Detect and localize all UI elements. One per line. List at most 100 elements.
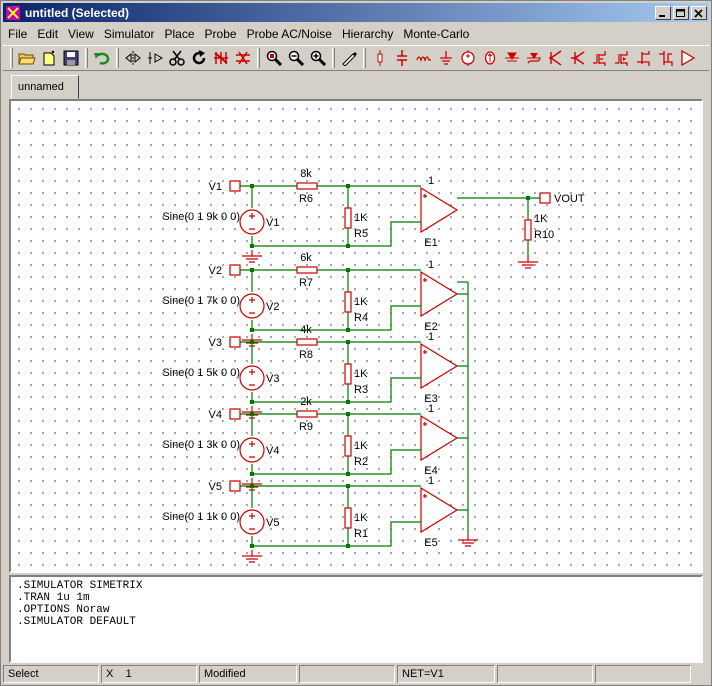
series-value: 2k — [300, 396, 312, 408]
minimize-button[interactable] — [655, 5, 671, 20]
refresh-icon[interactable] — [188, 47, 210, 69]
tab-unnamed[interactable]: unnamed — [11, 75, 79, 99]
load-resistor — [524, 219, 532, 241]
place-pmos-icon[interactable] — [611, 47, 633, 69]
port-terminal — [229, 264, 241, 276]
series-ref: R9 — [299, 421, 313, 433]
port-label: V4 — [209, 409, 222, 421]
place-current-source-icon[interactable] — [479, 47, 501, 69]
menu-file[interactable]: File — [8, 27, 28, 41]
source-ref: V2 — [266, 301, 279, 313]
open-folder-icon[interactable] — [16, 47, 38, 69]
amplifier-gain: 1 — [428, 175, 434, 187]
series-value: 8k — [300, 168, 312, 180]
series-resistor — [296, 266, 318, 274]
load-value: 1K — [534, 213, 548, 225]
shunt-resistor — [344, 507, 352, 529]
menu-simulator[interactable]: Simulator — [103, 27, 155, 41]
junction-dot — [250, 244, 254, 248]
shunt-resistor — [344, 363, 352, 385]
series-value: 4k — [300, 324, 312, 336]
menu-place[interactable]: Place — [164, 27, 195, 41]
source-ref: V3 — [266, 373, 279, 385]
ground-icon — [242, 250, 262, 263]
rotate-icon[interactable] — [144, 47, 166, 69]
place-zener-icon[interactable] — [523, 47, 545, 69]
menu-edit[interactable]: Edit — [37, 27, 59, 41]
menu-probe[interactable]: Probe — [204, 27, 237, 41]
voltage-source — [239, 209, 265, 235]
toolbar-grip[interactable] — [116, 48, 119, 68]
menu-view[interactable]: View — [68, 27, 94, 41]
netlist-line: .OPTIONS Noraw — [17, 604, 110, 616]
shunt-ref: R4 — [354, 312, 368, 324]
polarity-marks — [249, 297, 255, 314]
toolbar-grip[interactable] — [10, 48, 13, 68]
menu-monte-carlo[interactable]: Monte-Carlo — [403, 27, 470, 41]
series-resistor — [296, 182, 318, 190]
place-capacitor-icon[interactable] — [391, 47, 413, 69]
netlist-line: .TRAN 1u 1m — [17, 592, 90, 604]
polarity-marks — [249, 513, 255, 530]
netlist-panel[interactable]: .SIMULATOR SIMETRIX .TRAN 1u 1m .OPTIONS… — [9, 575, 703, 663]
place-opamp-icon[interactable] — [677, 47, 699, 69]
toolbar-grip[interactable] — [363, 48, 366, 68]
maximize-button[interactable] — [673, 5, 689, 20]
amplifier-ref: E4 — [424, 465, 437, 477]
status-empty — [497, 665, 593, 683]
menu-probe-ac-noise[interactable]: Probe AC/Noise — [246, 27, 332, 41]
shunt-value: 1K — [354, 212, 368, 224]
draw-wire-icon[interactable] — [338, 47, 360, 69]
wire — [348, 449, 421, 475]
place-jfet-icon[interactable] — [633, 47, 655, 69]
shunt-resistor — [344, 291, 352, 313]
toolbar-grip[interactable] — [332, 48, 335, 68]
place-npn-icon[interactable] — [545, 47, 567, 69]
delete-wire-icon[interactable] — [210, 47, 232, 69]
delete-component-icon[interactable] — [232, 47, 254, 69]
source-waveform: Sine(0 1 3k 0 0) — [162, 439, 240, 451]
title-bar[interactable]: untitled (Selected) — [3, 3, 709, 22]
place-voltage-source-icon[interactable] — [457, 47, 479, 69]
netlist-line: .SIMULATOR DEFAULT — [17, 616, 136, 628]
series-value: 6k — [300, 252, 312, 264]
place-ground-icon[interactable] — [435, 47, 457, 69]
wire — [348, 305, 421, 331]
place-inductor-icon[interactable] — [413, 47, 435, 69]
amplifier-gain: 1 — [428, 331, 434, 343]
cut-icon[interactable] — [166, 47, 188, 69]
port-label: V3 — [209, 337, 222, 349]
output-terminal — [539, 192, 551, 204]
place-switch-icon[interactable] — [655, 47, 677, 69]
save-icon[interactable] — [60, 47, 82, 69]
place-diode-icon[interactable] — [501, 47, 523, 69]
place-resistor-icon[interactable] — [369, 47, 391, 69]
place-pnp-icon[interactable] — [567, 47, 589, 69]
place-nmos-icon[interactable] — [589, 47, 611, 69]
zoom-fit-icon[interactable] — [263, 47, 285, 69]
close-button[interactable] — [691, 5, 707, 20]
toolbar-grip[interactable] — [257, 48, 260, 68]
app-icon — [6, 5, 20, 20]
shunt-ref: R3 — [354, 384, 368, 396]
amplifier-plus — [423, 350, 427, 354]
source-waveform: Sine(0 1 1k 0 0) — [162, 511, 240, 523]
output-label: VOUT — [554, 193, 585, 205]
mirror-horizontal-icon[interactable] — [122, 47, 144, 69]
menu-hierarchy[interactable]: Hierarchy — [341, 27, 394, 41]
zoom-in-icon[interactable] — [307, 47, 329, 69]
ground-icon — [458, 534, 478, 547]
window-title: untitled (Selected) — [25, 5, 130, 20]
zoom-out-icon[interactable] — [285, 47, 307, 69]
toolbar-grip[interactable] — [85, 48, 88, 68]
port-terminal — [229, 336, 241, 348]
new-document-icon[interactable] — [38, 47, 60, 69]
undo-icon[interactable] — [91, 47, 113, 69]
port-label: V2 — [209, 265, 222, 277]
voltage-source — [239, 509, 265, 535]
amplifier-gain: 1 — [428, 475, 434, 487]
